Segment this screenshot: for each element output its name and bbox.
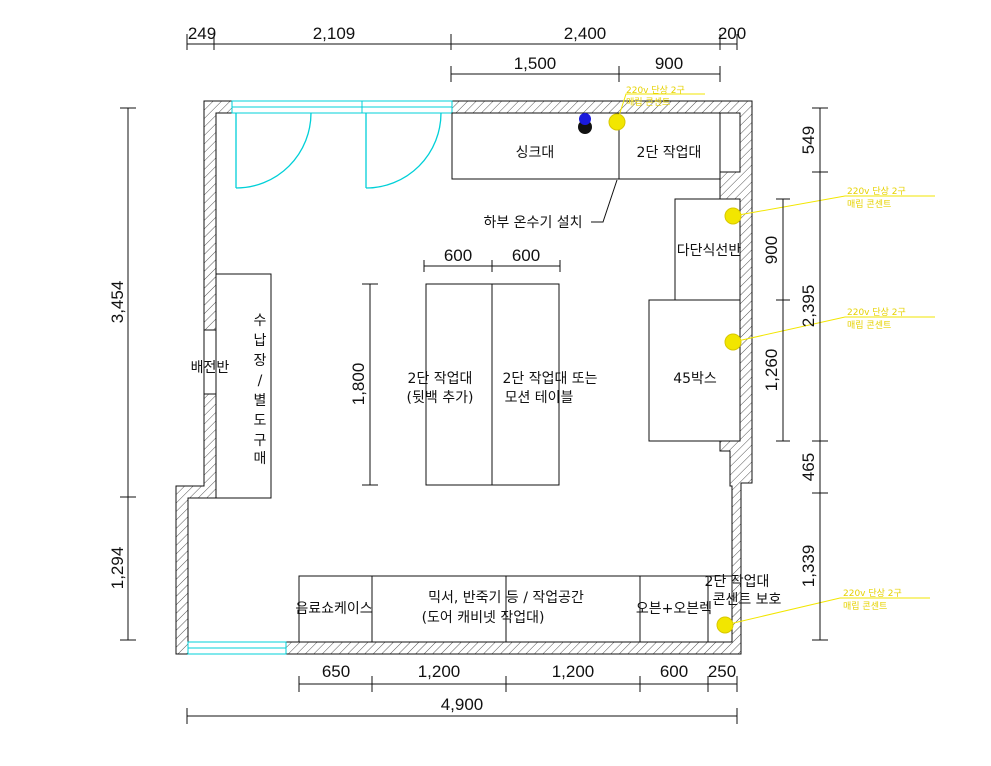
label-storage: 수 — [254, 313, 267, 329]
center-table-left — [425, 283, 493, 486]
dim-top-2: 1,500 — [514, 54, 557, 73]
drink-showcase — [298, 575, 373, 643]
outlet-leader — [732, 316, 935, 343]
label-storage: 구 — [254, 433, 267, 449]
label-sink: 싱크대 — [516, 145, 555, 161]
dim-top-2: 900 — [655, 54, 683, 73]
label-mixer: (도어 캐비넷 작업대) — [422, 610, 545, 626]
label-center-right: 모션 테이블 — [505, 390, 574, 406]
dim-left: 3,454 — [108, 281, 127, 324]
water-heater-leader — [591, 179, 618, 223]
outlet-leader — [616, 93, 705, 123]
dim-right: 1,260 — [762, 349, 781, 392]
faucet-icon — [578, 113, 592, 134]
label-storage: 별 — [254, 393, 267, 409]
dim-bottom: 1,200 — [552, 662, 595, 681]
label-worktable-br: 2단 작업대 — [705, 574, 770, 590]
outlet-note: 220v 단상 2구 — [843, 588, 902, 599]
label-center-left: (뒷백 추가) — [407, 390, 474, 406]
outlet-note: 220v 단상 2구 — [847, 186, 906, 197]
dim-right: 465 — [799, 453, 818, 481]
label-shelf: 다단식선반 — [677, 243, 742, 259]
building-walls — [175, 100, 753, 655]
door-right — [365, 112, 442, 189]
dim-center-height: 1,800 — [349, 363, 368, 406]
outlet-leader — [732, 195, 935, 217]
label-worktable-br: 콘센트 보호 — [713, 592, 782, 608]
label-center-left: 2단 작업대 — [408, 371, 473, 387]
worktable-top-right — [618, 112, 721, 180]
dim-bottom-total: 4,900 — [441, 695, 484, 714]
outlet-leader — [724, 597, 930, 626]
dim-right: 1,339 — [799, 545, 818, 588]
label-panel: 배전반 — [191, 360, 230, 376]
label-water-heater: 하부 온수기 설치 — [483, 215, 582, 231]
dim-right: 549 — [799, 126, 818, 154]
electric-panel — [203, 329, 217, 395]
dim-bottom: 1,200 — [418, 662, 461, 681]
dim-bottom: 250 — [708, 662, 736, 681]
dim-right: 2,395 — [799, 285, 818, 328]
label-storage: 장 — [254, 353, 267, 369]
outlet-note: 220v 단상 2구 — [847, 307, 906, 318]
outlet-note: 매립 콘센트 — [847, 320, 891, 331]
label-oven: 오븐+오븐렉 — [636, 601, 712, 617]
label-storage: / — [258, 373, 263, 389]
dim-top: 2,400 — [564, 24, 607, 43]
label-drinks: 음료쇼케이스 — [295, 601, 372, 617]
label-mixer: 믹서, 반죽기 등 / 작업공간 — [428, 590, 584, 606]
oven-rack — [639, 575, 709, 643]
center-table-right — [491, 283, 560, 486]
label-worktable-top: 2단 작업대 — [637, 145, 702, 161]
dim-right: 900 — [762, 236, 781, 264]
outlet-note: 매립 콘센트 — [626, 97, 670, 108]
dim-left: 1,294 — [108, 547, 127, 590]
label-box45: 45박스 — [673, 371, 717, 387]
dim-top: 2,109 — [313, 24, 356, 43]
dim-bottom: 600 — [660, 662, 688, 681]
outlet-note: 매립 콘센트 — [843, 601, 887, 612]
label-center-right: 2단 작업대 또는 — [502, 371, 597, 387]
dim-center-width: 600 — [444, 246, 472, 265]
outlet-note: 220v 단상 2구 — [626, 85, 685, 96]
label-storage: 매 — [254, 451, 267, 467]
dim-top: 200 — [718, 24, 746, 43]
outlet-note: 매립 콘센트 — [847, 199, 891, 210]
dim-bottom: 650 — [322, 662, 350, 681]
label-storage: 납 — [254, 333, 267, 349]
box-45 — [648, 299, 741, 442]
label-storage: 도 — [254, 413, 267, 429]
dim-top: 249 — [188, 24, 216, 43]
dim-center-width: 600 — [512, 246, 540, 265]
door-left — [235, 112, 312, 189]
